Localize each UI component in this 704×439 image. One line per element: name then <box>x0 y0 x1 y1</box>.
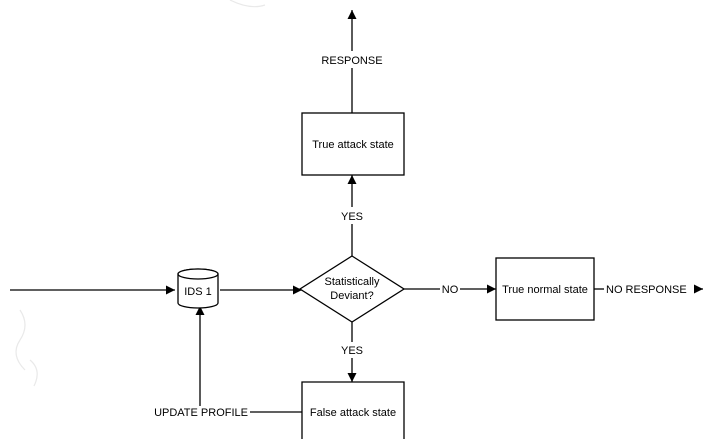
watermark <box>15 0 266 387</box>
true-normal-node: True normal state <box>495 257 595 321</box>
decision-label-line2: Deviant? <box>330 290 373 302</box>
false-attack-node: False attack state <box>301 381 405 439</box>
true-attack-node: True attack state <box>301 112 405 176</box>
true-normal-label: True normal state <box>502 284 588 296</box>
yes-down-label: YES <box>341 345 363 357</box>
decision-node: Statistically Deviant? <box>298 255 406 323</box>
no-label: NO <box>442 284 459 296</box>
decision-label-line1: Statistically <box>324 276 380 288</box>
yes-up-label: YES <box>341 211 363 223</box>
ids-label: IDS 1 <box>184 286 212 298</box>
no-response-label: NO RESPONSE <box>606 284 687 296</box>
false-attack-label: False attack state <box>310 407 396 419</box>
true-attack-label: True attack state <box>312 139 394 151</box>
response-label: RESPONSE <box>321 55 382 67</box>
update-profile-label: UPDATE PROFILE <box>154 407 248 419</box>
ids-database-node: IDS 1 <box>177 268 219 309</box>
